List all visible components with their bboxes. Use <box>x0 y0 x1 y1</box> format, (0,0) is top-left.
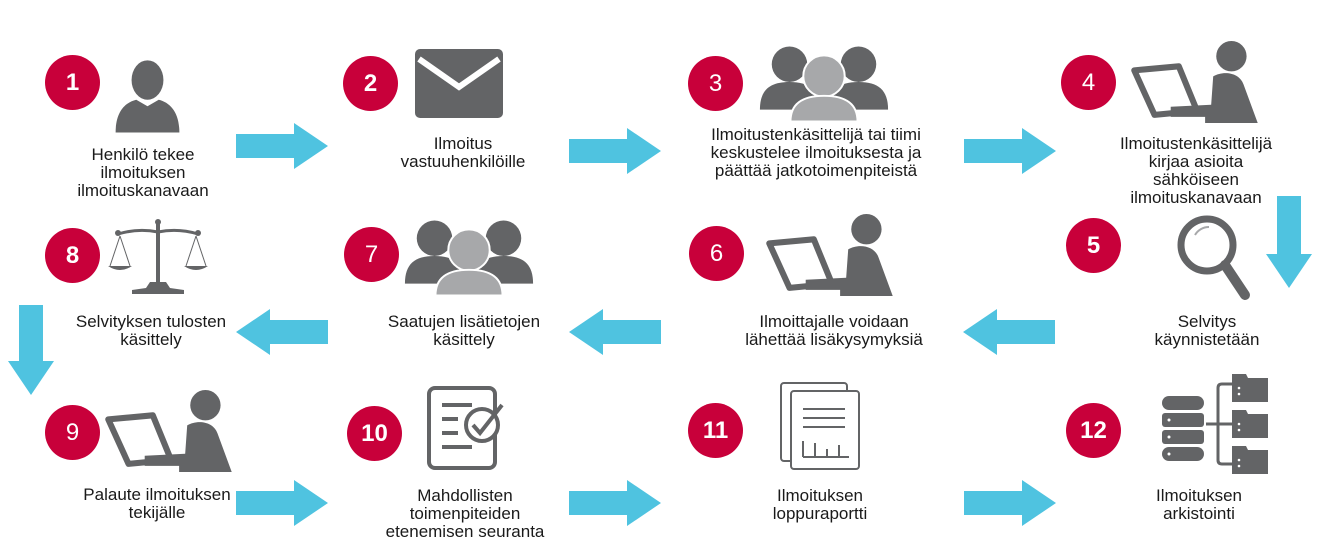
step-12-badge: 12 <box>1066 403 1121 458</box>
step-11-label: Ilmoituksen loppuraportti <box>772 486 868 523</box>
step-9-label: Palaute ilmoituksen tekijälle <box>83 485 231 522</box>
arrow-right-11-12 <box>964 480 1056 526</box>
step-1-label: Henkilö tekee ilmoituksen ilmoituskanava… <box>77 145 209 200</box>
step-1-badge: 1 <box>45 55 100 110</box>
step-4-badge: 4 <box>1061 55 1116 110</box>
step-3-label: Ilmoitustenkäsittelijä tai tiimi keskust… <box>710 125 922 180</box>
arrow-right-2-3 <box>569 128 661 174</box>
step-6-label: Ilmoittajalle voidaan lähettää lisäkysym… <box>745 312 923 349</box>
step-5-label: Selvitys käynnistetään <box>1154 312 1260 349</box>
checklist-document-icon <box>427 386 504 470</box>
person-icon <box>110 54 185 136</box>
step-12-label: Ilmoituksen arkistointi <box>1156 486 1242 523</box>
report-chart-icon <box>780 382 860 470</box>
arrow-left-7-8 <box>236 309 328 355</box>
scales-icon <box>108 219 208 294</box>
arrow-right-1-2 <box>236 123 328 169</box>
step-3-badge: 3 <box>688 56 743 111</box>
step-4-label: Ilmoitustenkäsittelijä kirjaa asioita sä… <box>1119 134 1273 207</box>
arrow-left-6-7 <box>569 309 661 355</box>
database-folders-icon <box>1162 374 1268 474</box>
arrow-right-10-11 <box>569 480 661 526</box>
step-6-badge: 6 <box>689 226 744 281</box>
step-10-badge: 10 <box>347 406 402 461</box>
step-2-badge: 2 <box>343 56 398 111</box>
arrow-down-4-5 <box>1266 196 1312 288</box>
laptop-user-icon <box>102 389 238 475</box>
step-9-badge: 9 <box>45 405 100 460</box>
step-2-label: Ilmoitus vastuuhenkilöille <box>400 134 526 171</box>
laptop-user-icon <box>1128 40 1264 126</box>
step-5-badge: 5 <box>1066 218 1121 273</box>
step-8-badge: 8 <box>45 228 100 283</box>
arrow-right-3-4 <box>964 128 1056 174</box>
step-7-label: Saatujen lisätietojen käsittely <box>387 312 541 349</box>
step-11-badge: 11 <box>688 403 743 458</box>
arrow-right-9-10 <box>236 480 328 526</box>
arrow-left-5-6 <box>963 309 1055 355</box>
magnifier-icon <box>1177 215 1250 300</box>
step-8-label: Selvityksen tulosten käsittely <box>75 312 227 349</box>
group-icon <box>400 214 538 298</box>
group-icon <box>755 42 893 122</box>
step-7-badge: 7 <box>344 227 399 282</box>
step-10-label: Mahdollisten toimenpiteiden etenemisen s… <box>385 486 545 541</box>
envelope-icon <box>415 49 503 118</box>
laptop-user-icon <box>763 213 899 299</box>
arrow-down-8-9 <box>8 305 54 395</box>
